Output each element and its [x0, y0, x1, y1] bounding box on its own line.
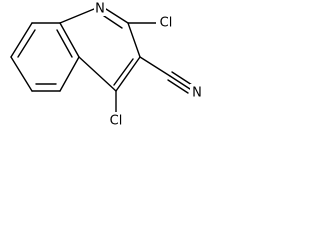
- atom-bg-n-nitrile: [190, 84, 203, 100]
- bond-inner-c4a-c8a: [56, 29, 73, 58]
- bond-c3-c4: [115, 56, 141, 92]
- atom-n1: N: [95, 2, 105, 17]
- bond-cn-triple-1: [169, 75, 191, 90]
- atom-bg-cl2: [156, 15, 176, 30]
- atom-bg-n1: [94, 1, 106, 16]
- bond-c5-c4a: [59, 56, 80, 92]
- molecule-diagram: N Cl Cl N: [0, 0, 219, 136]
- bond-c8a-n1: [59, 8, 95, 24]
- bond-inner-c8-c7: [17, 29, 36, 58]
- bond-c3-cn: [139, 56, 171, 77]
- bond-inner-n1-c2: [103, 15, 123, 29]
- bond-cn-triple-2: [171, 71, 193, 86]
- atom-cl2: Cl: [160, 16, 173, 31]
- bond-c2-c3: [127, 22, 141, 58]
- bond-n1-c2: [105, 8, 129, 24]
- bond-inner-c3-c4: [113, 58, 134, 86]
- bond-c8-c7: [10, 22, 33, 58]
- atom-bg-cl4: [106, 112, 126, 128]
- atom-cl4: Cl: [110, 114, 123, 129]
- bond-c7-c6: [10, 56, 33, 92]
- atom-n-nitrile: N: [192, 86, 202, 101]
- bond-cn-triple-3: [167, 79, 189, 94]
- bond-c4-c4a: [78, 56, 117, 92]
- bond-c4a-c8a: [59, 22, 80, 58]
